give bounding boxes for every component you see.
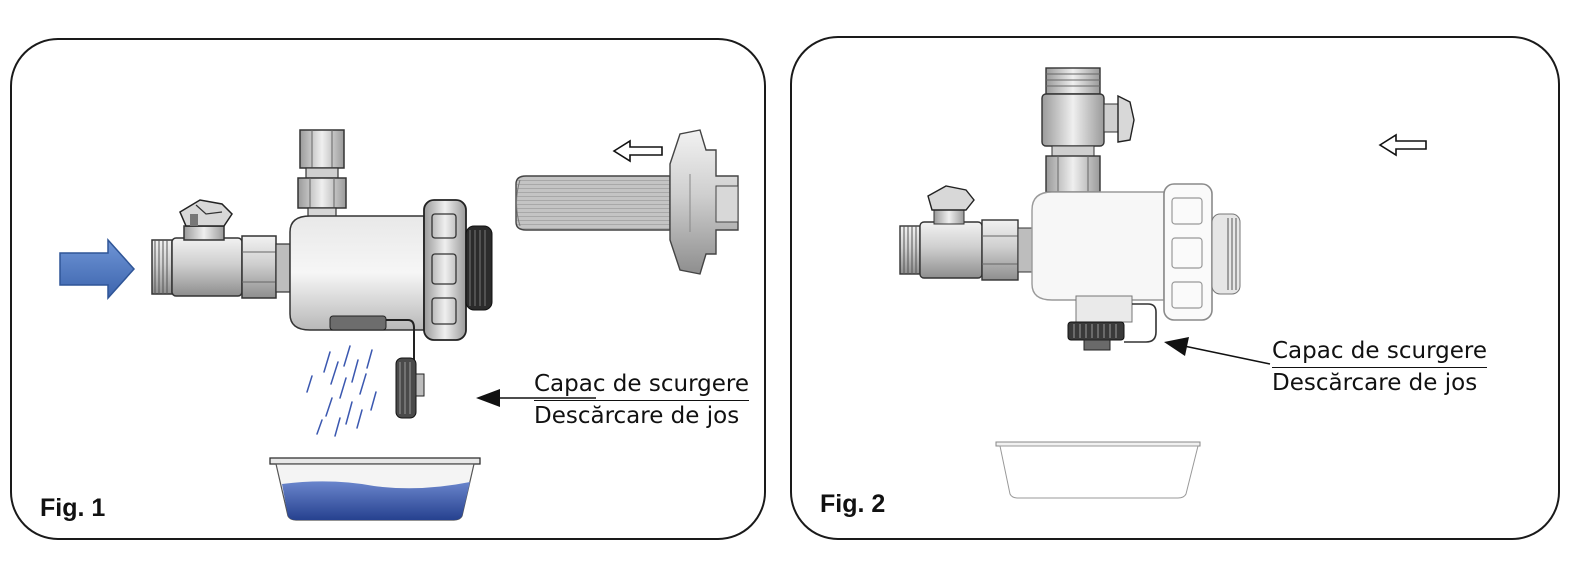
water-spray: [306, 345, 377, 437]
figure-1-label: Fig. 1: [40, 494, 106, 522]
callout-arrow-fig2: [1164, 337, 1271, 365]
removal-direction-arrow: [612, 139, 663, 163]
inlet-threaded-nipple: [151, 239, 173, 295]
filter-body-fig2: [1031, 191, 1165, 301]
top-valve-assembly: [1041, 67, 1135, 193]
empty-basin: [995, 441, 1201, 499]
top-vertical-fitting: [297, 129, 347, 223]
removal-direction-arrow-fig2: [1378, 133, 1427, 157]
ring-nut-cap-fig2: [1163, 183, 1241, 321]
figure-2-label: Fig. 2: [820, 490, 886, 518]
callout-fig1: Capac de scurgere Descărcare de jos: [534, 369, 749, 431]
callout-fig2: Capac de scurgere Descărcare de jos: [1272, 336, 1487, 398]
callout-fig2-line2: Descărcare de jos: [1272, 370, 1478, 396]
drain-cap: [395, 357, 425, 419]
callout-arrow-fig1: [476, 389, 596, 407]
ball-valve-fig2: [899, 185, 1033, 281]
filter-cartridge: [515, 129, 739, 275]
callout-fig1-line2: Descărcare de jos: [534, 403, 740, 429]
drain-cap-closed: [1067, 295, 1157, 351]
flow-direction-arrow: [59, 238, 136, 300]
ring-nut-cap: [423, 199, 493, 341]
callout-fig2-line1: Capac de scurgere: [1272, 336, 1487, 368]
drain-outlet: [329, 315, 415, 368]
callout-fig1-line1: Capac de scurgere: [534, 369, 749, 401]
filter-body: [289, 215, 425, 331]
ball-valve: [171, 199, 243, 297]
union-nut: [241, 235, 291, 299]
collection-basin-water: [269, 457, 481, 521]
